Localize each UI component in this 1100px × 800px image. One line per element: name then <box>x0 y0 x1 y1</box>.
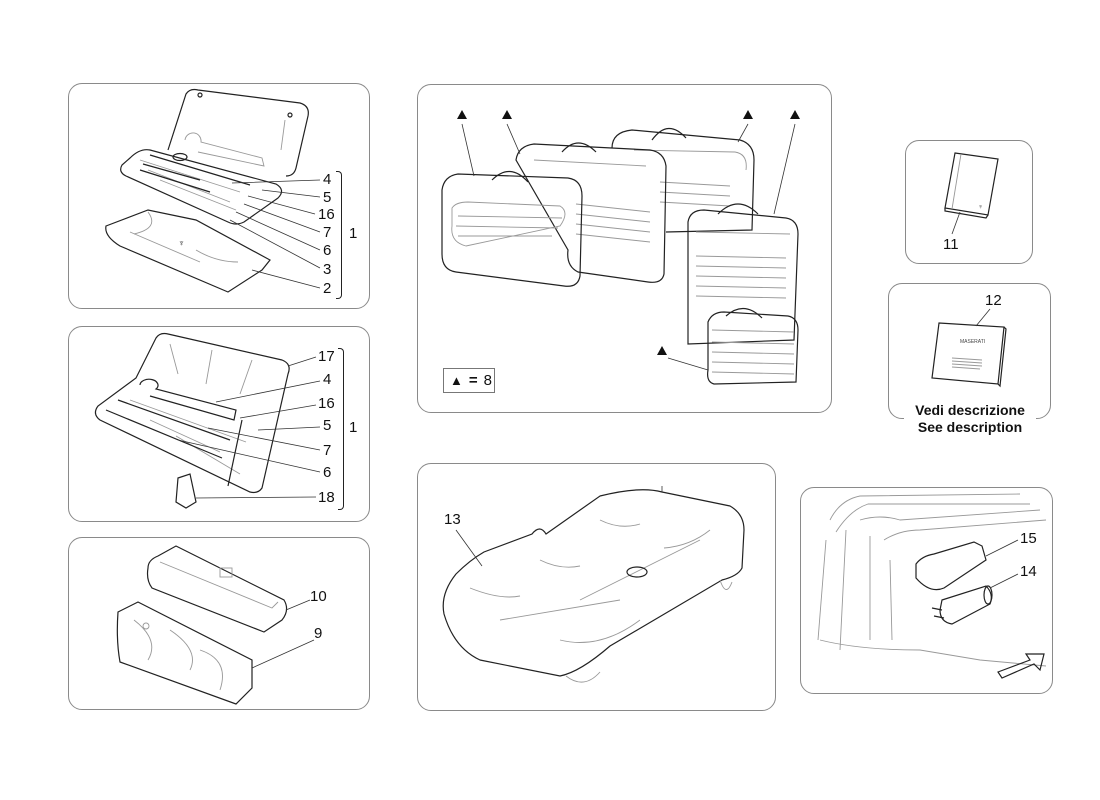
callout-7: 7 <box>323 224 332 241</box>
callout-3: 3 <box>323 261 332 278</box>
see-description-note: Vedi descrizione See description <box>904 402 1036 436</box>
svg-text:♆: ♆ <box>178 238 185 248</box>
callout-12: 12 <box>985 292 1002 309</box>
panel-trunk-kit <box>800 487 1053 694</box>
callout-4: 4 <box>323 371 332 388</box>
note-english: See description <box>917 419 1023 435</box>
callout-14: 14 <box>1020 563 1037 580</box>
callout-18: 18 <box>318 489 335 506</box>
callout-4: 4 <box>323 171 332 188</box>
callout-6: 6 <box>323 242 332 259</box>
callout-13: 13 <box>444 511 461 528</box>
callout-5: 5 <box>323 417 332 434</box>
triangle-marker <box>743 110 753 119</box>
legend-value: 8 <box>483 372 492 389</box>
callout-6: 6 <box>323 464 332 481</box>
callout-7: 7 <box>323 442 332 459</box>
callout-17: 17 <box>318 348 335 365</box>
triangle-marker <box>502 110 512 119</box>
group-callout-1: 1 <box>349 419 358 436</box>
callout-16: 16 <box>318 395 335 412</box>
group-callout-1: 1 <box>349 225 358 242</box>
callout-9: 9 <box>314 625 323 642</box>
panel-document-booklet <box>888 283 1051 419</box>
panel-car-cover <box>417 463 776 711</box>
group-brace <box>336 171 342 299</box>
callout-16: 16 <box>318 206 335 223</box>
panel-pouches <box>68 537 370 710</box>
triangle-marker <box>457 110 467 119</box>
panel-tool-kit-case <box>68 83 370 309</box>
triangle-symbol: ▲ <box>450 373 463 388</box>
callout-2: 2 <box>323 280 332 297</box>
group-brace <box>338 348 344 510</box>
panel-tool-kit-tray <box>68 326 370 522</box>
panel-owner-manual <box>905 140 1033 264</box>
legend-box: ▲ = 8 <box>443 368 495 393</box>
note-italian: Vedi descrizione <box>915 402 1025 418</box>
callout-15: 15 <box>1020 530 1037 547</box>
callout-10: 10 <box>310 588 327 605</box>
panel-luggage-set <box>417 84 832 413</box>
triangle-marker <box>657 346 667 355</box>
callout-5: 5 <box>323 189 332 206</box>
svg-text:MASERATI: MASERATI <box>960 339 985 345</box>
svg-text:♆: ♆ <box>978 204 983 211</box>
triangle-marker <box>790 110 800 119</box>
legend-equals: = <box>468 372 478 389</box>
callout-11: 11 <box>943 236 959 253</box>
